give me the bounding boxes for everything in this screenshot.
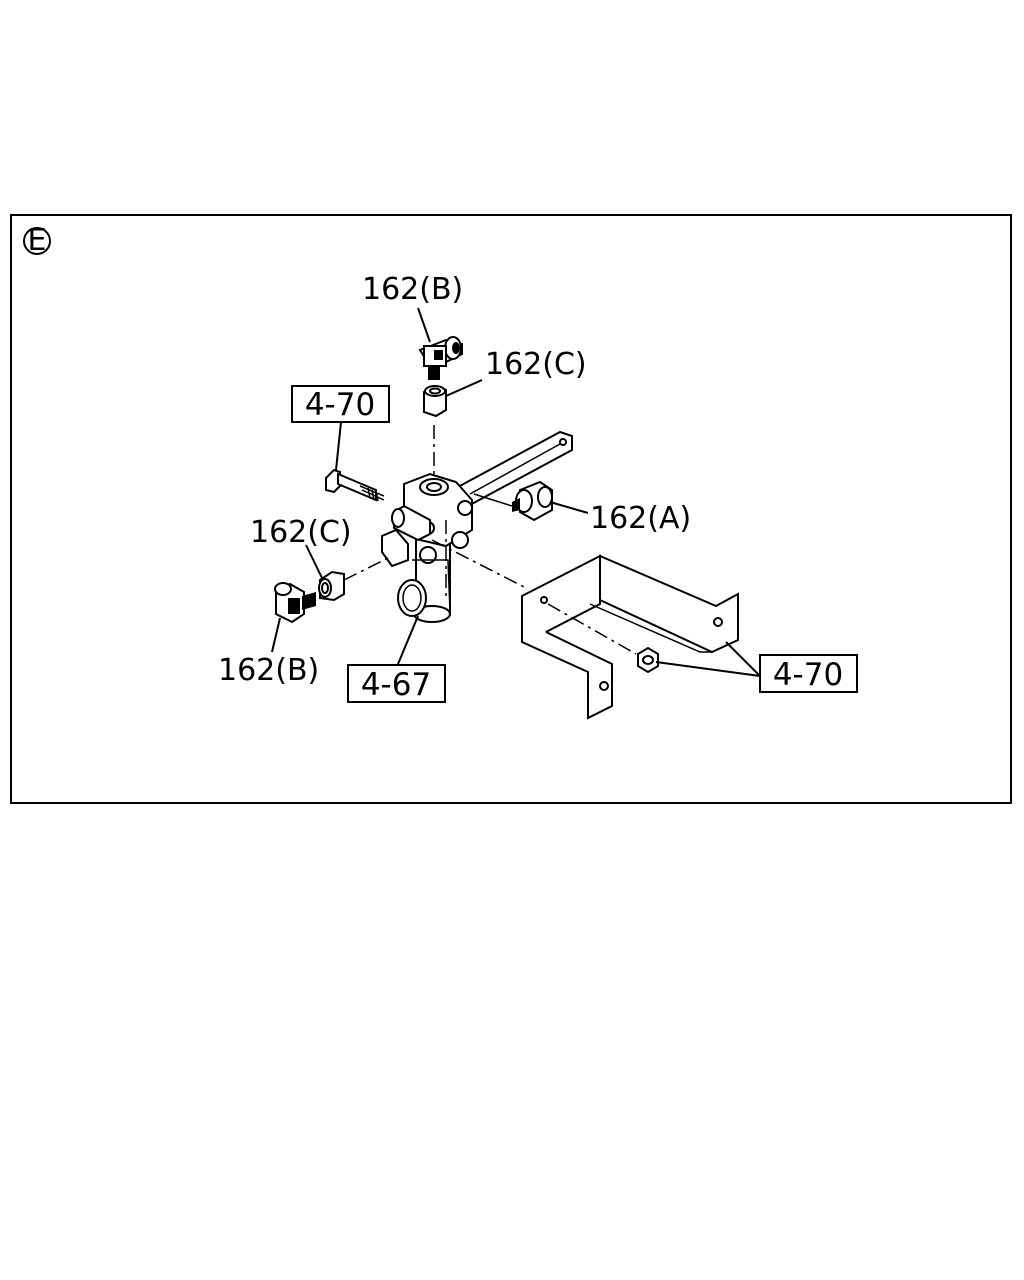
callout-left-elbow: 162(B) [218,653,319,688]
top-sleeve-nut [423,384,447,418]
mounting-bracket [521,554,739,720]
callout-side-connector: 162(A) [590,501,691,536]
top-elbow-fitting [418,336,463,380]
ref-box-valve: 4-67 [347,664,446,703]
ref-box-bracket: 4-70 [759,654,858,693]
diagram-frame [10,214,1012,804]
side-push-connector [512,480,553,522]
ref-valve-label: 4-67 [361,667,431,703]
ref-bracket-label: 4-70 [773,657,843,693]
callout-top-elbow: 162(B) [362,272,463,307]
bracket-flange-nut [637,646,659,674]
leader-lines [271,307,761,677]
callout-top-nut: 162(C) [485,347,587,382]
left-sleeve-nut [318,570,345,602]
mounting-bolt [325,468,385,502]
valve-body [381,472,473,623]
ref-box-bolt: 4-70 [291,385,390,423]
callout-left-nut: 162(C) [250,515,352,550]
view-marker-circle [23,227,51,255]
view-marker-letter: E [28,223,47,258]
left-elbow-fitting [274,582,316,624]
view-marker: E [23,223,51,258]
ref-bolt-label: 4-70 [305,387,375,423]
valve-arm [455,430,573,508]
